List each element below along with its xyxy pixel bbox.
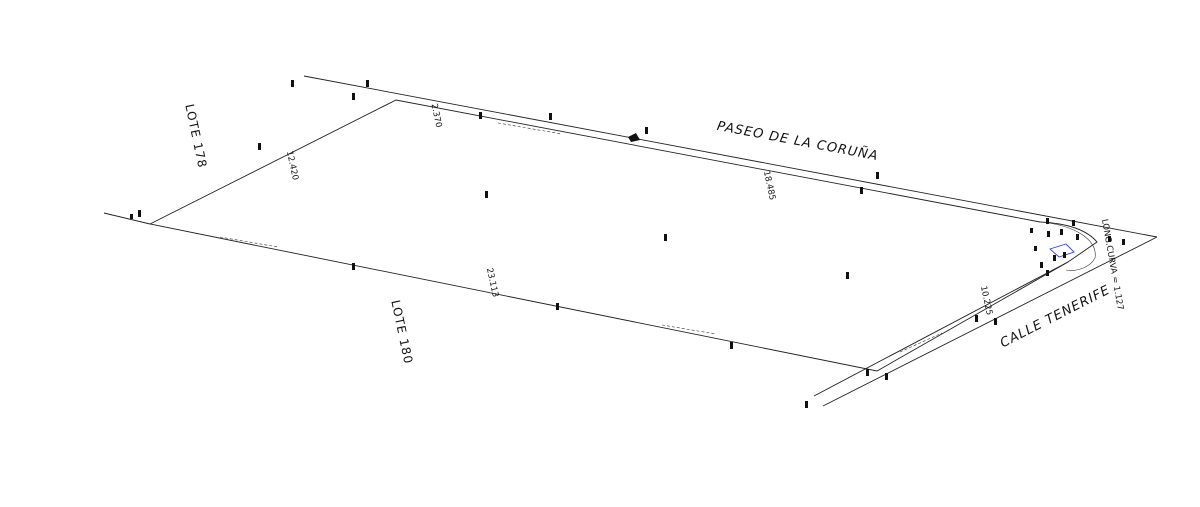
survey-point bbox=[556, 303, 559, 310]
corner-curve-arc bbox=[1039, 221, 1096, 271]
survey-point bbox=[1030, 228, 1033, 233]
survey-point bbox=[352, 263, 355, 270]
dimension-south-side: 23.113 bbox=[484, 267, 500, 298]
edge-marker bbox=[899, 332, 943, 353]
survey-point bbox=[860, 187, 863, 194]
street-name-east: CALLE TENERIFE bbox=[998, 283, 1113, 352]
survey-point bbox=[876, 172, 879, 179]
survey-point bbox=[352, 93, 355, 100]
edge-marker bbox=[661, 324, 717, 335]
edge-marker bbox=[497, 122, 563, 135]
survey-point bbox=[994, 318, 997, 325]
dimension-north-right: 18.485 bbox=[761, 170, 777, 201]
lot-178-boundary-extension bbox=[103, 212, 151, 225]
survey-point bbox=[1040, 262, 1043, 268]
survey-point bbox=[730, 342, 733, 349]
survey-point bbox=[1072, 220, 1075, 226]
survey-point bbox=[866, 369, 869, 376]
survey-point bbox=[479, 112, 482, 119]
lot-label-west: LOTE 178 bbox=[182, 103, 209, 170]
benchmark-icon bbox=[628, 133, 640, 142]
survey-point bbox=[664, 234, 667, 241]
survey-point bbox=[645, 127, 648, 134]
property-boundary bbox=[148, 99, 1098, 372]
survey-point bbox=[291, 80, 294, 87]
calle-inner-line bbox=[813, 261, 1069, 397]
survey-point bbox=[138, 210, 141, 217]
survey-point bbox=[130, 214, 133, 219]
survey-point bbox=[1046, 218, 1049, 224]
survey-point bbox=[549, 113, 552, 120]
street-name-north: PASEO DE LA CORUÑA bbox=[716, 118, 880, 164]
survey-point bbox=[1063, 252, 1066, 258]
survey-point bbox=[1122, 239, 1125, 245]
dimension-west-side: 12.420 bbox=[284, 150, 300, 181]
survey-point bbox=[1047, 231, 1050, 237]
lot-label-south: LOTE 180 bbox=[388, 299, 415, 366]
survey-points bbox=[130, 80, 1125, 408]
paseo-street-line bbox=[303, 75, 1158, 238]
survey-point bbox=[1034, 246, 1037, 251]
calle-street-line bbox=[822, 236, 1158, 407]
survey-point bbox=[1108, 236, 1111, 242]
survey-point bbox=[1060, 229, 1063, 235]
survey-point bbox=[1053, 255, 1056, 261]
survey-point bbox=[485, 191, 488, 198]
survey-point bbox=[366, 80, 369, 87]
survey-point bbox=[1046, 270, 1049, 276]
corner-highlight bbox=[1049, 243, 1075, 258]
survey-point bbox=[975, 315, 978, 322]
survey-point bbox=[846, 272, 849, 279]
survey-point bbox=[258, 143, 261, 150]
survey-point bbox=[1076, 234, 1079, 240]
survey-point bbox=[805, 401, 808, 408]
dimension-north-left: 2.370 bbox=[429, 103, 444, 129]
edge-marker bbox=[219, 236, 279, 248]
survey-point bbox=[885, 373, 888, 380]
